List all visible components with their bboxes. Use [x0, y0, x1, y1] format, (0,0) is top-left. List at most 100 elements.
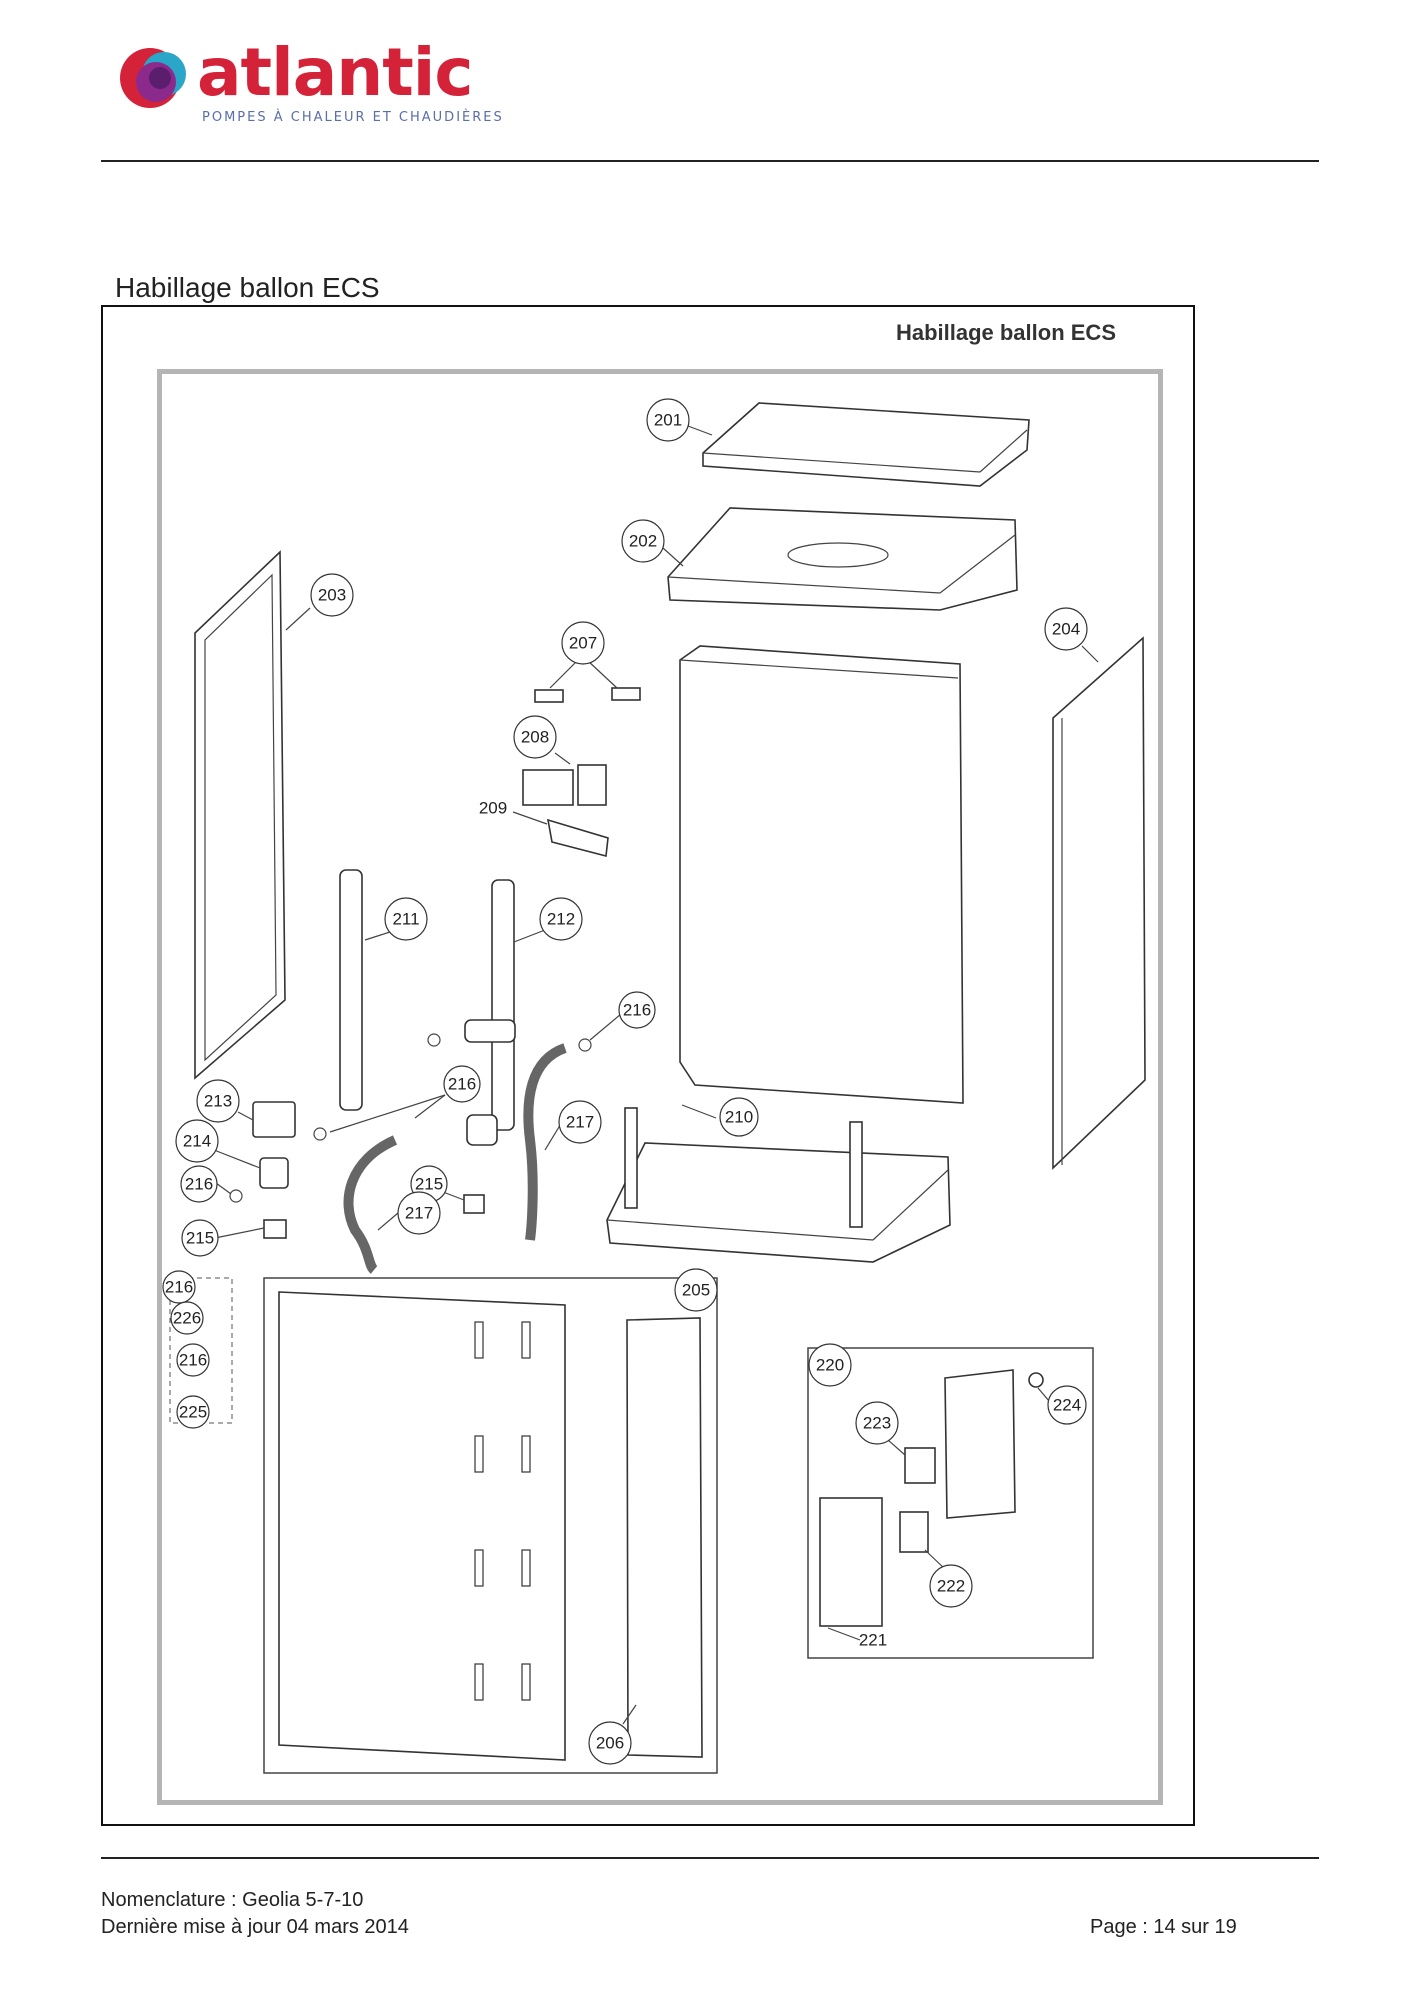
- part-back-panel: [679, 645, 964, 1104]
- part-control-cover: [819, 1497, 883, 1627]
- part-controller: [904, 1447, 936, 1484]
- part-o-ring: [229, 1189, 243, 1203]
- diagram-frame: [101, 305, 1195, 1826]
- callout-217: 217: [558, 1100, 602, 1144]
- part-o-ring: [313, 1127, 327, 1141]
- svg-text:221: 221: [859, 1631, 887, 1650]
- part-valve: [259, 1157, 289, 1189]
- callout-221: 221: [859, 1631, 887, 1650]
- svg-text:208: 208: [521, 728, 549, 747]
- svg-text:216: 216: [448, 1075, 476, 1094]
- callout-210: 210: [719, 1097, 759, 1137]
- svg-text:209: 209: [479, 799, 507, 818]
- callout-216: 216: [176, 1343, 210, 1377]
- footer-last-update: Dernière mise à jour 04 mars 2014: [101, 1916, 409, 1938]
- part-clip-block: [522, 769, 574, 806]
- callout-204: 204: [1044, 607, 1088, 651]
- callout-216: 216: [180, 1165, 218, 1203]
- callout-226: 226: [170, 1301, 204, 1335]
- svg-text:225: 225: [179, 1403, 207, 1422]
- svg-text:213: 213: [204, 1092, 232, 1111]
- part-gland: [1028, 1372, 1044, 1388]
- callout-220: 220: [808, 1343, 852, 1387]
- svg-text:222: 222: [937, 1577, 965, 1596]
- footer-nomenclature: Nomenclature : Geolia 5-7-10: [101, 1889, 364, 1911]
- callout-203: 203: [310, 573, 354, 617]
- part-left-panel: [194, 550, 286, 1080]
- part-fitting: [263, 1219, 287, 1239]
- svg-text:215: 215: [186, 1229, 214, 1248]
- part-clip: [611, 687, 641, 701]
- callout-209: 209: [479, 799, 507, 818]
- svg-text:210: 210: [725, 1108, 753, 1127]
- svg-text:212: 212: [547, 910, 575, 929]
- svg-text:220: 220: [816, 1356, 844, 1375]
- part-fitting: [463, 1194, 485, 1214]
- part-actuator: [252, 1101, 296, 1138]
- svg-text:206: 206: [596, 1734, 624, 1753]
- diagram-inner-border: [157, 369, 1163, 1805]
- part-top-frame: [667, 507, 1018, 611]
- part-pipe-211: [339, 869, 363, 1111]
- callout-212: 212: [539, 897, 583, 941]
- logo-wordmark: atlantic: [197, 34, 474, 111]
- svg-text:223: 223: [863, 1414, 891, 1433]
- svg-text:217: 217: [405, 1204, 433, 1223]
- callout-216: 216: [162, 1270, 196, 1304]
- callout-213: 213: [196, 1079, 240, 1123]
- logo-mark: [120, 48, 186, 108]
- svg-text:202: 202: [629, 532, 657, 551]
- svg-text:217: 217: [566, 1113, 594, 1132]
- svg-text:216: 216: [623, 1001, 651, 1020]
- callout-201: 201: [646, 398, 690, 442]
- svg-text:203: 203: [318, 586, 346, 605]
- footer-page-number: Page : 14 sur 19: [1090, 1916, 1237, 1938]
- svg-text:211: 211: [392, 910, 419, 929]
- svg-text:207: 207: [569, 634, 597, 653]
- svg-text:216: 216: [179, 1351, 207, 1370]
- svg-text:205: 205: [682, 1281, 710, 1300]
- part-control-box: [944, 1369, 1016, 1519]
- part-pcb: [899, 1511, 929, 1553]
- diagram-heading: Habillage ballon ECS: [895, 320, 1116, 345]
- part-flex-hose: [523, 1043, 567, 1241]
- svg-text:216: 216: [185, 1175, 213, 1194]
- svg-text:201: 201: [654, 411, 682, 430]
- footer-divider: [101, 1857, 1319, 1859]
- callout-216: 216: [618, 991, 656, 1029]
- part-clip-block: [577, 764, 607, 806]
- part-clip: [534, 689, 564, 703]
- part-flex-hose: [343, 1135, 398, 1274]
- callout-225: 225: [176, 1395, 210, 1429]
- callout-205: 205: [674, 1268, 718, 1312]
- logo-tagline: POMPES À CHALEUR ET CHAUDIÈRES: [202, 110, 504, 125]
- part-top-lid: [702, 402, 1030, 487]
- part-base: [606, 1142, 951, 1263]
- callout-222: 222: [929, 1564, 973, 1608]
- part-right-panel: [1052, 636, 1146, 1170]
- svg-text:215: 215: [415, 1175, 443, 1194]
- part-front-panel: [278, 1291, 566, 1761]
- callout-216: 216: [443, 1065, 481, 1103]
- part-bracket: [546, 818, 609, 858]
- callout-214: 214: [175, 1119, 219, 1163]
- part-side-trim: [626, 1317, 703, 1758]
- callout-208: 208: [513, 715, 557, 759]
- svg-text:214: 214: [183, 1132, 211, 1151]
- callout-224: 224: [1047, 1385, 1087, 1425]
- control-box-group: [807, 1347, 1094, 1659]
- svg-text:204: 204: [1052, 620, 1080, 639]
- part-pipe-212: [491, 879, 515, 1131]
- callout-207: 207: [561, 621, 605, 665]
- section-title: Habillage ballon ECS: [115, 272, 380, 303]
- svg-text:226: 226: [173, 1309, 201, 1328]
- callout-202: 202: [621, 519, 665, 563]
- callout-215: 215: [181, 1219, 219, 1257]
- svg-text:224: 224: [1053, 1396, 1081, 1415]
- callout-206: 206: [588, 1721, 632, 1765]
- front-panel-group: [263, 1277, 718, 1774]
- svg-text:216: 216: [165, 1278, 193, 1297]
- callout-223: 223: [855, 1401, 899, 1445]
- callout-211: 211: [384, 897, 428, 941]
